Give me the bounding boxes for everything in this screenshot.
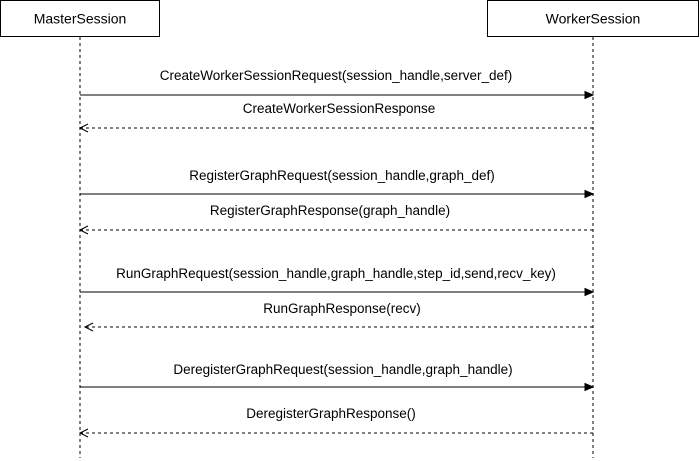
message-create-worker-session-request[interactable]: CreateWorkerSessionRequest(session_handl… <box>80 68 595 100</box>
actor-master-box <box>0 0 160 37</box>
message-label: DeregisterGraphResponse() <box>246 406 416 421</box>
message-label: CreateWorkerSessionRequest(session_handl… <box>160 68 512 83</box>
actor-master[interactable]: MasterSession <box>0 0 160 37</box>
message-register-graph-request[interactable]: RegisterGraphRequest(session_handle,grap… <box>80 168 595 199</box>
message-label: RegisterGraphRequest(session_handle,grap… <box>189 168 494 183</box>
message-label: RunGraphResponse(recv) <box>263 301 421 316</box>
arrow-head-filled-icon <box>584 287 595 297</box>
message-label: RunGraphRequest(session_handle,graph_han… <box>116 266 556 281</box>
actor-worker-label: WorkerSession <box>546 11 641 27</box>
actor-master-label: MasterSession <box>34 11 127 27</box>
arrow-head-open-icon <box>78 225 89 235</box>
message-register-graph-response[interactable]: RegisterGraphResponse(graph_handle) <box>78 203 593 235</box>
arrow-head-open-icon <box>78 123 89 133</box>
actor-worker-box <box>487 0 699 37</box>
arrow-head-filled-icon <box>584 90 595 100</box>
message-run-graph-response[interactable]: RunGraphResponse(recv) <box>83 301 593 332</box>
arrow-head-open-icon <box>83 322 94 332</box>
message-deregister-graph-response[interactable]: DeregisterGraphResponse() <box>78 406 593 438</box>
arrow-head-filled-icon <box>584 189 595 199</box>
message-label: DeregisterGraphRequest(session_handle,gr… <box>173 362 512 377</box>
message-create-worker-session-response[interactable]: CreateWorkerSessionResponse <box>78 101 593 133</box>
message-label: RegisterGraphResponse(graph_handle) <box>210 203 450 218</box>
arrow-head-open-icon <box>78 428 89 438</box>
message-run-graph-request[interactable]: RunGraphRequest(session_handle,graph_han… <box>80 266 595 297</box>
arrow-head-filled-icon <box>584 382 595 392</box>
message-deregister-graph-request[interactable]: DeregisterGraphRequest(session_handle,gr… <box>80 362 595 392</box>
actor-worker[interactable]: WorkerSession <box>487 0 699 37</box>
message-label: CreateWorkerSessionResponse <box>243 101 436 116</box>
